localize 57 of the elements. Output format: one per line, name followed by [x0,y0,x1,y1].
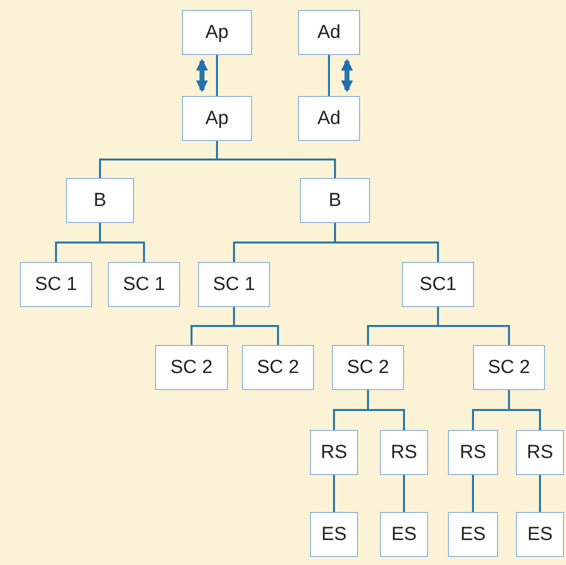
connector-line [216,55,218,96]
connector-line [539,475,541,512]
tree-box [380,512,428,557]
tree-box [155,345,228,390]
tree-box [20,262,92,307]
tree-box [332,345,404,390]
node-label: SC 1 [34,274,78,296]
tree-box [402,262,474,307]
tree-box [516,430,564,475]
tree-box [242,345,314,390]
tree-box [448,430,498,475]
connector-line [367,390,405,430]
tree-box [380,430,428,475]
connector-line [334,223,439,262]
node-label: ES [391,524,417,546]
tree-box [448,512,498,557]
node-label: Ad [317,108,341,130]
tree-box [473,345,545,390]
node-label: ES [321,524,347,546]
tree-box [298,96,360,141]
tree-box [310,430,358,475]
connector-line [216,141,336,178]
tree-box [300,178,370,223]
node-label: SC 2 [256,356,300,378]
tree-box [108,262,180,307]
connector-line [328,55,330,96]
node-label: B [94,190,106,212]
tree-box [182,96,252,141]
tree-box [516,512,564,557]
node-label: RS [320,442,348,464]
node-label: Ap [205,108,229,130]
node-label: Ap [205,22,229,44]
node-label: SC 1 [122,274,166,296]
tree-box [66,178,134,223]
node-label: SC 2 [488,356,530,378]
node-label: ES [527,524,553,546]
connector-line [472,475,474,512]
double-arrow [341,58,353,92]
double-arrow [196,58,208,92]
node-label: RS [460,442,486,464]
connector-line [403,475,405,512]
node-label: SC 2 [170,356,213,378]
node-label: SC1 [420,274,456,296]
node-label: B [328,190,342,212]
tree-box [298,10,360,55]
tree-box [310,512,358,557]
connector-line [333,475,335,512]
node-label: ES [460,524,486,546]
node-label: RS [526,442,554,464]
node-label: Ad [317,22,341,44]
tree-box [198,262,270,307]
tree-box [182,10,252,55]
node-label: RS [390,442,418,464]
node-label: SC 1 [212,274,256,296]
node-label: SC 2 [346,356,390,378]
connector-line [508,390,541,430]
connector-line [99,223,145,262]
